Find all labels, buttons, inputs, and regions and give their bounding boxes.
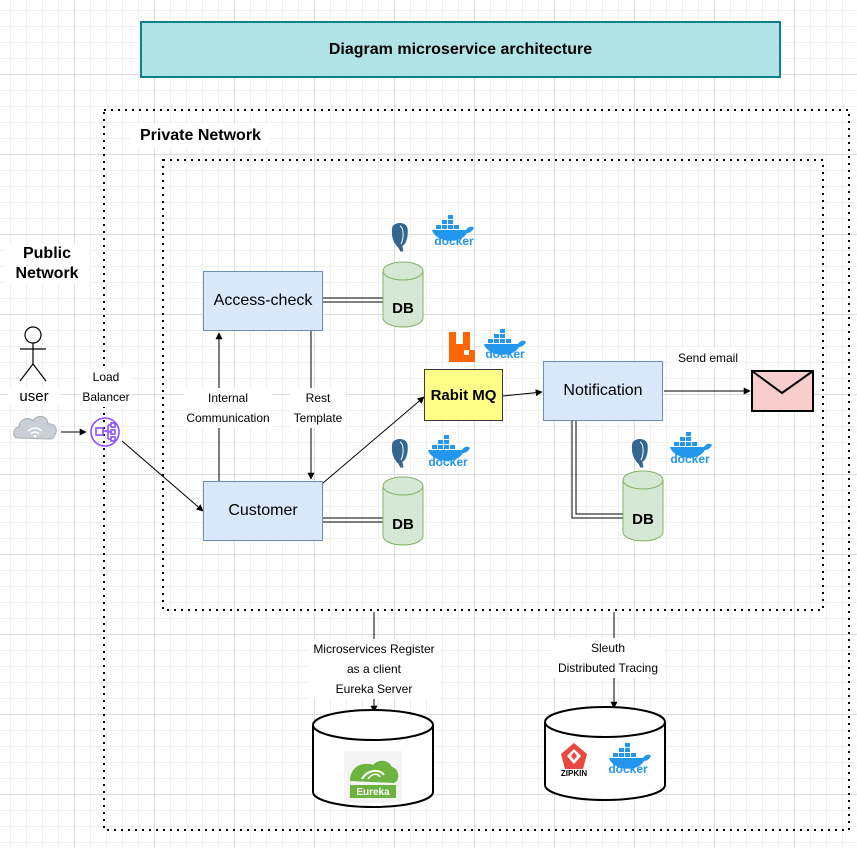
rabbit-mq-broker[interactable]: Rabit MQ bbox=[424, 369, 503, 421]
db-cylinder-customer bbox=[382, 476, 424, 546]
docker-text-5: docker bbox=[608, 762, 648, 776]
diagram-title: Diagram microservice architecture bbox=[140, 21, 781, 78]
db-notification-label: DB bbox=[632, 511, 654, 528]
docker-text-3: docker bbox=[428, 455, 468, 469]
public-network-label-line2: Network bbox=[15, 265, 79, 282]
postgres-icon-3 bbox=[630, 438, 649, 469]
eureka-logo bbox=[344, 751, 402, 803]
db-customer-label: DB bbox=[392, 516, 414, 533]
public-network-label-line1: Public bbox=[22, 245, 71, 262]
docker-whale-1 bbox=[432, 215, 474, 241]
eureka-logo-text: Eureka bbox=[356, 787, 390, 798]
send-email-label: Send email bbox=[672, 348, 744, 368]
load-balancer-icon bbox=[90, 417, 120, 447]
internal-communication-line2: Communication bbox=[186, 411, 270, 425]
postgres-icon-2 bbox=[390, 438, 409, 469]
docker-whale-4 bbox=[670, 432, 712, 458]
public-network-label: Public Network bbox=[4, 244, 90, 284]
eureka-register-label: Microservices Register as a client Eurek… bbox=[308, 639, 440, 699]
docker-whale-2 bbox=[484, 329, 526, 355]
user-icon bbox=[19, 326, 47, 382]
postgres-icon-1 bbox=[390, 222, 409, 253]
rest-template-line1: Rest bbox=[305, 391, 331, 405]
db-access-label: DB bbox=[392, 300, 414, 317]
customer-service[interactable]: Customer bbox=[203, 481, 323, 541]
services-boundary bbox=[162, 159, 824, 611]
zipkin-logo-text: ZIPKIN bbox=[560, 769, 588, 778]
sleuth-tracing-line1: Sleuth bbox=[590, 641, 626, 655]
load-balancer-label-line2: Balancer bbox=[82, 390, 130, 404]
docker-text-4: docker bbox=[670, 452, 710, 466]
notification-service[interactable]: Notification bbox=[543, 361, 663, 421]
edge-customer-to-mq bbox=[322, 396, 425, 484]
docker-whale-3 bbox=[428, 435, 470, 461]
load-balancer-label-line1: Load bbox=[92, 370, 120, 384]
private-network-label: Private Network bbox=[130, 124, 270, 148]
private-network-boundary bbox=[103, 109, 850, 831]
docker-text-1: docker bbox=[434, 234, 474, 248]
db-cylinder-notification bbox=[622, 470, 664, 542]
db-cylinder-access bbox=[382, 261, 424, 328]
user-label: user bbox=[8, 388, 60, 405]
internal-communication-label: Internal Communication bbox=[184, 388, 272, 428]
eureka-register-line2: as a client bbox=[346, 662, 402, 676]
email-icon bbox=[751, 370, 814, 412]
edge-lb-to-customer bbox=[121, 440, 204, 512]
internal-communication-line1: Internal bbox=[207, 391, 249, 405]
eureka-register-line3: Eureka Server bbox=[335, 682, 413, 696]
sleuth-tracing-line2: Distributed Tracing bbox=[557, 661, 659, 675]
docker-whale-5 bbox=[609, 743, 651, 769]
cloud-icon bbox=[13, 416, 57, 440]
edge-mq-to-notification bbox=[502, 389, 543, 397]
rest-template-line2: Template bbox=[293, 411, 343, 425]
eureka-register-line1: Microservices Register bbox=[313, 642, 435, 656]
rabbitmq-icon bbox=[449, 332, 475, 362]
rest-template-label: Rest Template bbox=[290, 388, 346, 428]
sleuth-tracing-label: Sleuth Distributed Tracing bbox=[552, 638, 664, 678]
docker-text-2: docker bbox=[485, 347, 525, 361]
access-check-service[interactable]: Access-check bbox=[203, 271, 323, 331]
load-balancer-label: Load Balancer bbox=[80, 367, 132, 407]
zipkin-logo bbox=[556, 740, 592, 782]
